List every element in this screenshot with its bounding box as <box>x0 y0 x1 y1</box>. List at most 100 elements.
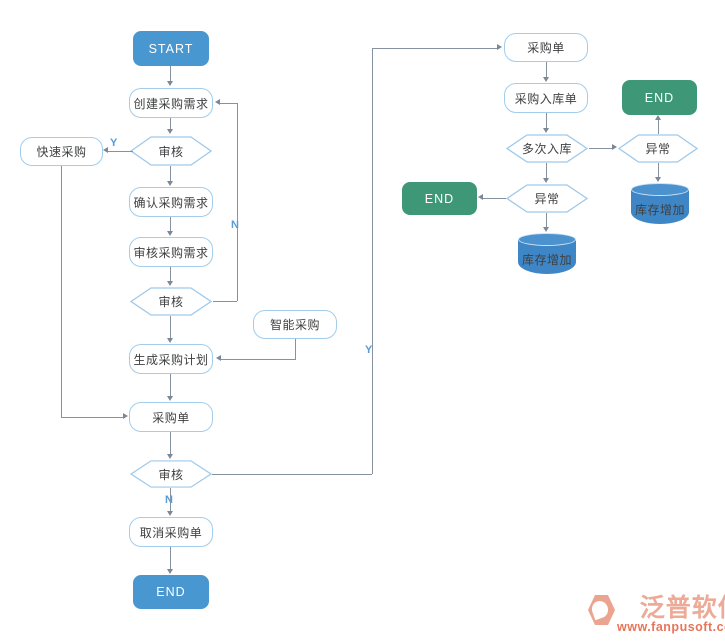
watermark-url: www.fanpusoft.com <box>617 620 725 634</box>
node-po-right: 采购单 <box>504 33 588 62</box>
arrowhead <box>655 177 661 182</box>
node-smart-purchase: 智能采购 <box>253 310 337 339</box>
node-purchase-order: 采购单 <box>129 402 213 432</box>
edge-line <box>170 488 171 513</box>
node-stock-right: 库存增加 <box>631 183 689 224</box>
node-audit-3: 审核 <box>130 460 212 488</box>
watermark-text: 泛普软件 www.fanpusoft.com <box>617 595 725 634</box>
node-confirm-demand-label: 确认采购需求 <box>133 195 209 210</box>
node-end-left: END <box>133 575 209 609</box>
arrowhead <box>167 231 173 236</box>
node-audit-2: 审核 <box>130 287 212 316</box>
edge-line <box>107 151 133 152</box>
arrowhead <box>167 454 173 459</box>
edge-line <box>658 163 659 178</box>
edge-line <box>170 118 171 132</box>
edge-line <box>170 316 171 339</box>
node-start-label: START <box>148 41 194 56</box>
arrowhead <box>167 281 173 286</box>
edge-line <box>546 163 547 179</box>
cylinder-top <box>518 233 576 246</box>
edge-line <box>213 301 237 302</box>
edge-line <box>61 417 124 418</box>
branch-label-y: Y <box>110 137 118 149</box>
node-cancel-order-label: 取消采购单 <box>139 525 203 540</box>
arrowhead <box>167 569 173 574</box>
node-end-right: END <box>622 80 697 115</box>
hexagon-shape <box>506 184 588 213</box>
arrowhead <box>167 81 173 86</box>
edge-line <box>589 148 613 149</box>
edge-line <box>221 359 296 360</box>
edge-line <box>295 339 296 359</box>
edge-line <box>372 48 373 474</box>
node-stock-mid: 库存增加 <box>518 233 576 274</box>
node-create-demand: 创建采购需求 <box>129 88 213 118</box>
branch-label-y: Y <box>365 344 373 356</box>
node-po-inbound: 采购入库单 <box>504 83 588 113</box>
watermark-brand: 泛普软件 <box>639 594 725 622</box>
edge-line <box>170 267 171 282</box>
node-po-right-label: 采购单 <box>527 41 565 55</box>
node-audit-demand-label: 审核采购需求 <box>133 245 209 260</box>
node-multi-inbound: 多次入库 <box>506 134 588 163</box>
arrowhead <box>167 181 173 186</box>
edge-line <box>546 62 547 79</box>
edge-line <box>237 103 238 301</box>
arrowhead <box>216 355 221 361</box>
arrowhead <box>103 147 108 153</box>
edge-line <box>170 432 171 455</box>
edge-line <box>61 166 62 417</box>
node-end-right-label: END <box>644 90 675 105</box>
edge-line <box>170 166 171 183</box>
node-gen-plan: 生成采购计划 <box>129 344 213 374</box>
hexagon-shape <box>130 460 212 488</box>
hexagon-shape <box>130 136 212 166</box>
node-start: START <box>133 31 209 66</box>
node-cancel-order: 取消采购单 <box>129 517 213 547</box>
fanpu-logo-icon <box>588 595 615 625</box>
arrowhead <box>543 77 549 82</box>
node-smart-purchase-label: 智能采购 <box>269 318 320 332</box>
edge-line <box>212 474 372 475</box>
arrowhead <box>478 194 483 200</box>
arrowhead <box>167 511 173 516</box>
node-end-mid: END <box>402 182 477 215</box>
edge-line <box>170 374 171 397</box>
arrowhead <box>543 178 549 183</box>
arrowhead <box>167 338 173 343</box>
node-end-left-label: END <box>156 585 186 599</box>
node-quick-purchase-label: 快速采购 <box>36 145 87 159</box>
arrowhead <box>655 115 661 120</box>
node-abnormal-mid-label: 异常 <box>534 192 560 206</box>
node-gen-plan-label: 生成采购计划 <box>133 352 209 367</box>
branch-label-n: N <box>165 494 173 506</box>
branch-label-n: N <box>231 219 239 231</box>
arrowhead <box>612 144 617 150</box>
edge-line <box>219 103 237 104</box>
arrowhead <box>215 99 220 105</box>
node-abnormal-mid: 异常 <box>506 184 588 213</box>
node-audit-demand: 审核采购需求 <box>129 237 213 267</box>
arrowhead <box>167 396 173 401</box>
node-audit-1-label: 审核 <box>158 144 184 159</box>
edge-line <box>658 120 659 134</box>
node-multi-inbound-label: 多次入库 <box>521 142 572 156</box>
node-audit-3-label: 审核 <box>158 467 184 482</box>
edge-line <box>546 113 547 130</box>
edge-line <box>170 217 171 233</box>
node-audit-1: 审核 <box>130 136 212 166</box>
node-stock-mid-label: 库存增加 <box>521 253 572 267</box>
arrowhead <box>543 128 549 133</box>
node-po-inbound-label: 采购入库单 <box>514 91 578 106</box>
arrowhead <box>167 129 173 134</box>
hexagon-shape <box>130 287 212 316</box>
node-quick-purchase: 快速采购 <box>20 137 103 166</box>
node-end-mid-label: END <box>424 191 455 206</box>
arrowhead <box>123 413 128 419</box>
node-abnormal-right: 异常 <box>618 134 698 163</box>
edge-line <box>546 213 547 228</box>
edge-line <box>483 198 506 199</box>
arrowhead <box>497 44 502 50</box>
hexagon-shape <box>618 134 698 163</box>
